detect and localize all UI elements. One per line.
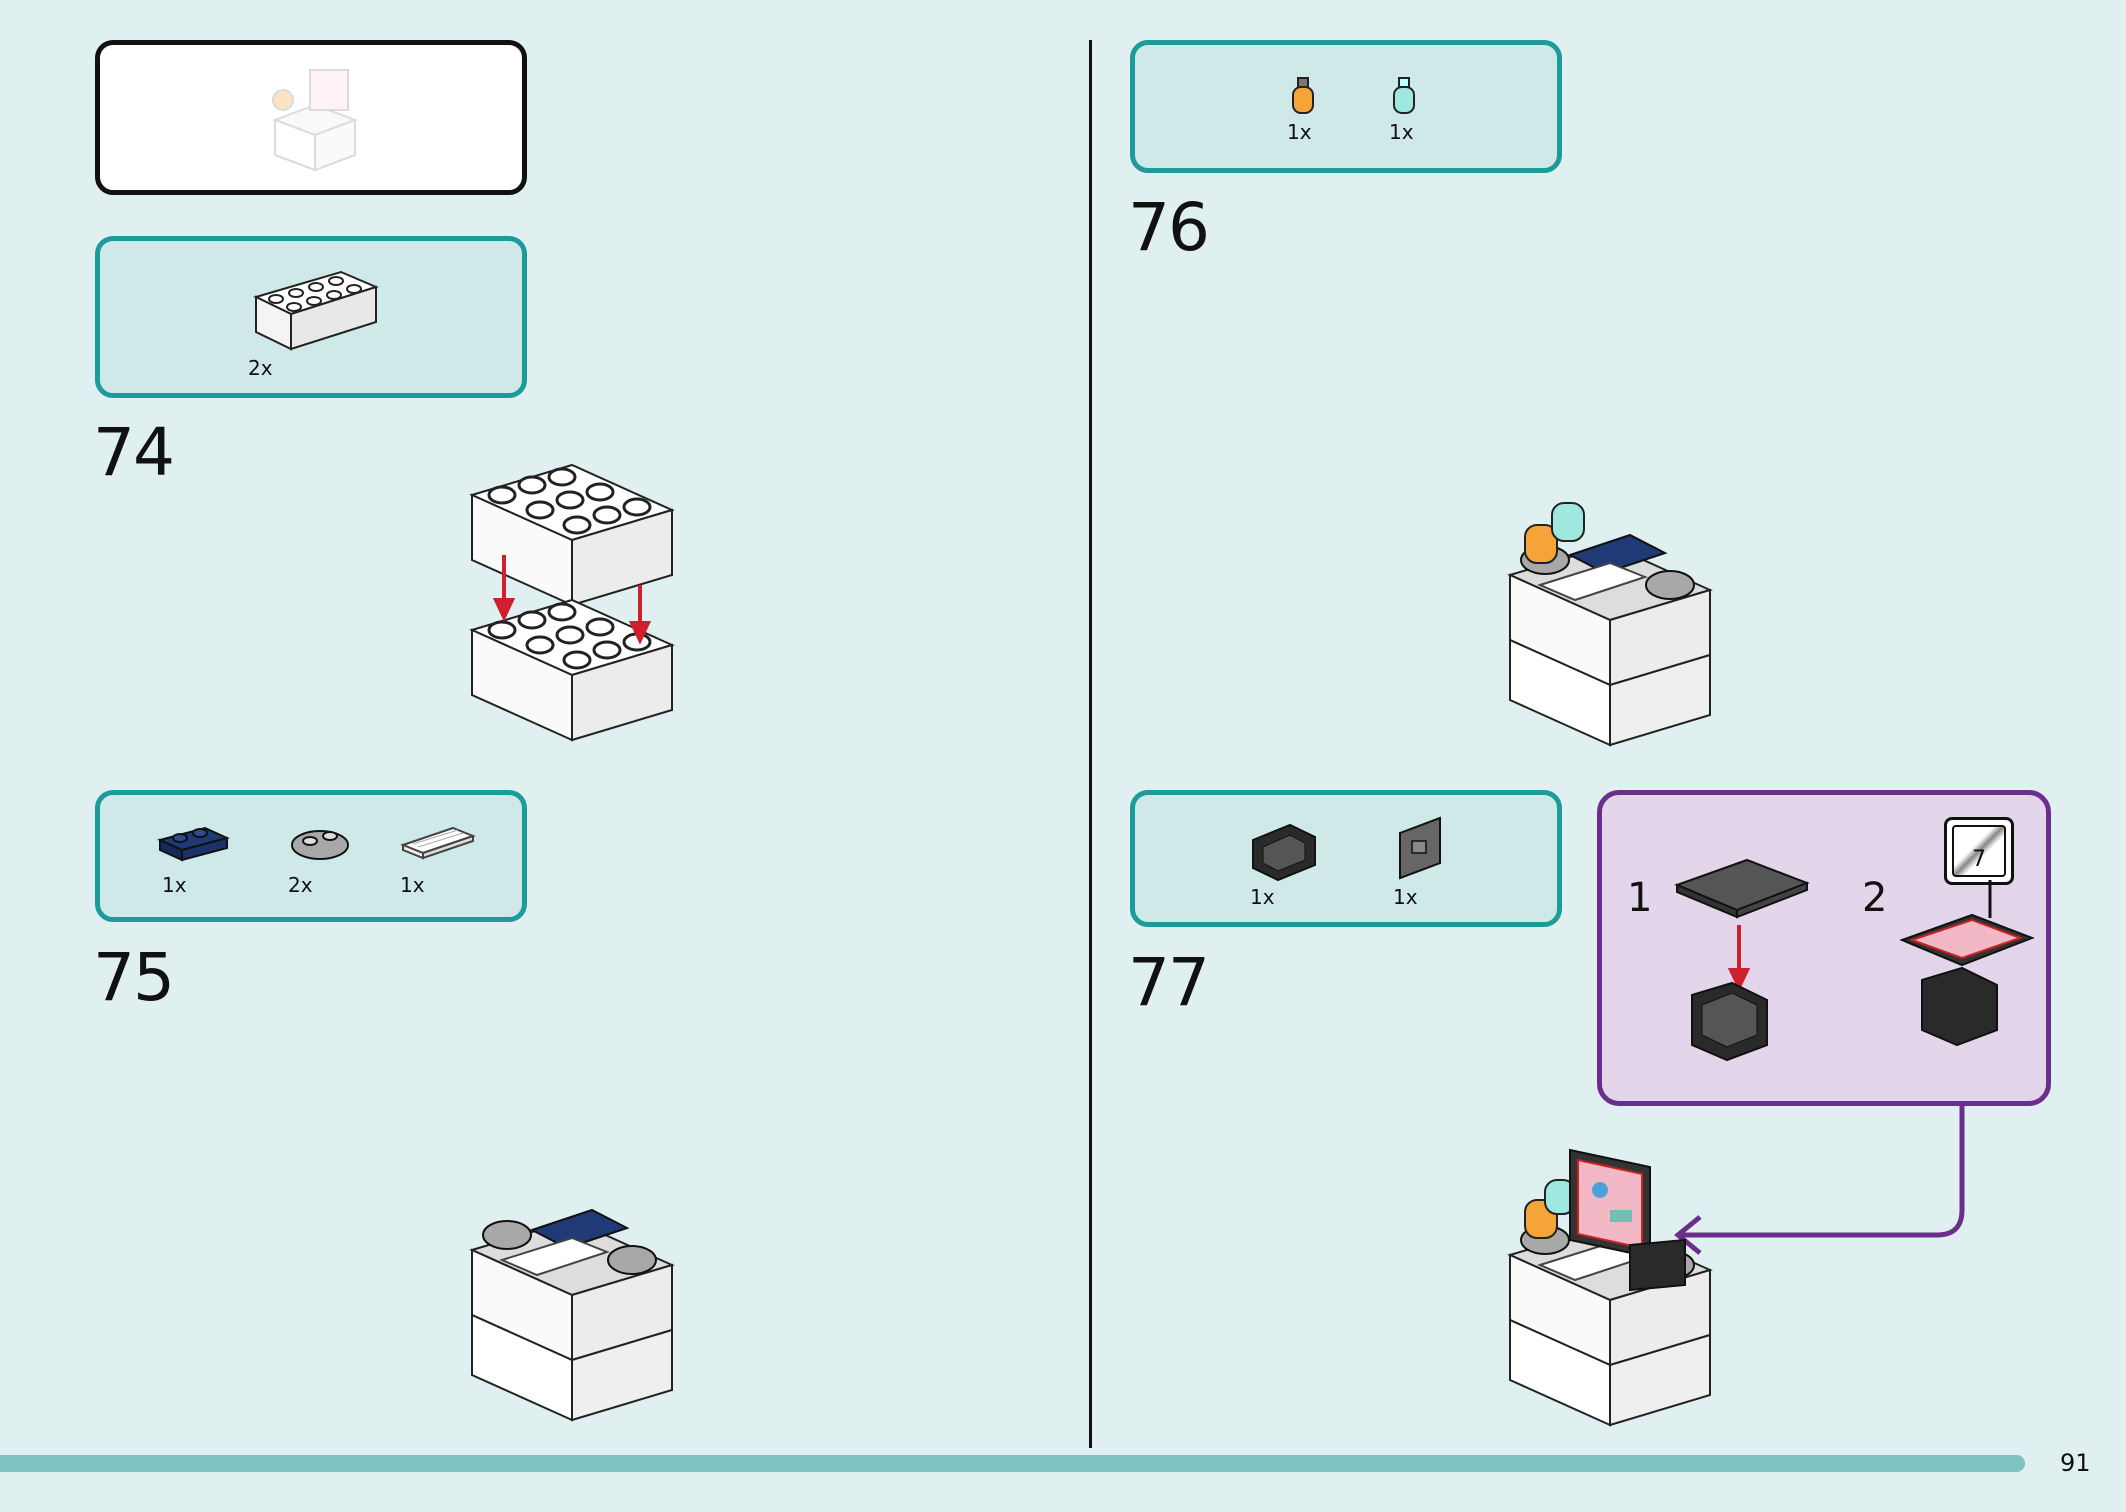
substep-1-illustration bbox=[1674, 858, 1810, 1062]
page-bottom-bar bbox=[0, 1455, 2025, 1472]
grey-round-plate-icon bbox=[291, 830, 349, 860]
part-qty: 1x bbox=[1287, 120, 1312, 144]
part-qty: 1x bbox=[1393, 885, 1418, 909]
model-preview-icon bbox=[272, 69, 358, 172]
step-number-77: 77 bbox=[1128, 944, 1210, 1021]
step-number-75: 75 bbox=[93, 939, 175, 1016]
step-number-74: 74 bbox=[93, 414, 175, 491]
sticker-number: 7 bbox=[1972, 847, 1986, 872]
parts-panel-step-75: 1x 2x 1x bbox=[95, 790, 527, 922]
step-75-illustration bbox=[469, 1208, 675, 1422]
part-qty: 1x bbox=[162, 873, 187, 897]
arrow-down-icon bbox=[1727, 925, 1751, 992]
step-74-illustration bbox=[469, 463, 675, 742]
parts-panel-step-74: 2x bbox=[95, 236, 527, 398]
orange-bottle-icon bbox=[1292, 77, 1314, 114]
arrow-down-icon bbox=[492, 555, 652, 645]
step-number-76: 76 bbox=[1128, 189, 1210, 266]
step-76-illustration bbox=[1507, 502, 1713, 747]
step-77-illustration bbox=[1507, 1148, 1713, 1427]
sticker-icon bbox=[1944, 817, 2014, 885]
part-qty: 1x bbox=[1250, 885, 1275, 909]
dark-blue-plate-icon bbox=[157, 826, 230, 862]
part-qty: 2x bbox=[248, 356, 273, 380]
substep-number-1: 1 bbox=[1627, 875, 1653, 921]
substep-2-illustration bbox=[1899, 880, 2035, 1047]
part-qty: 1x bbox=[1389, 120, 1414, 144]
parts-panel-step-76: 1x 1x bbox=[1130, 40, 1562, 173]
keyboard-tile-icon bbox=[400, 826, 476, 860]
model-thumbnail-panel bbox=[95, 40, 527, 195]
substep-panel: 1 2 7 bbox=[1597, 790, 2051, 1106]
transparent-bottle-icon bbox=[1393, 77, 1415, 114]
part-qty: 2x bbox=[288, 873, 313, 897]
parts-panel-step-77: 1x 1x bbox=[1130, 790, 1562, 927]
substep-number-2: 2 bbox=[1862, 875, 1888, 921]
grey-tile-clip-icon bbox=[1399, 816, 1441, 880]
page-divider bbox=[1089, 40, 1092, 1448]
black-slope-frame-icon bbox=[1252, 823, 1316, 882]
callout-arrow-icon bbox=[1674, 1105, 1965, 1255]
page-number: 91 bbox=[2060, 1449, 2091, 1477]
part-qty: 1x bbox=[400, 873, 425, 897]
white-brick-icon bbox=[253, 270, 379, 351]
